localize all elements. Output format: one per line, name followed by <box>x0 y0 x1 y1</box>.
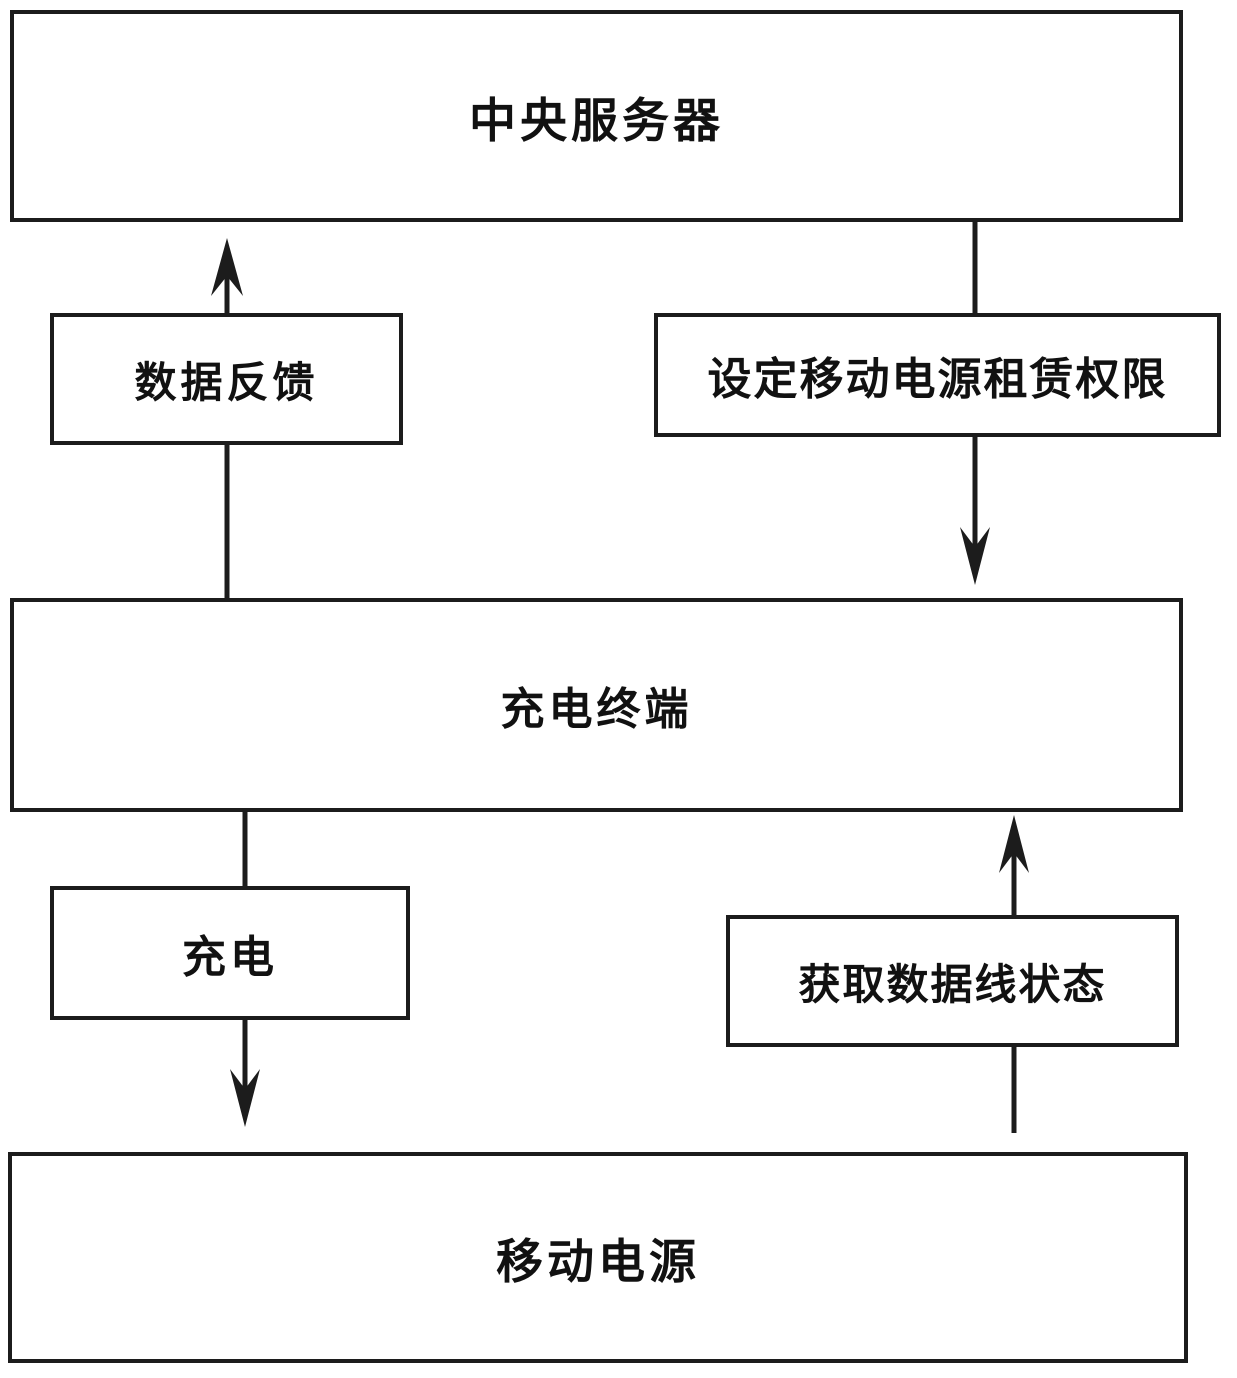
node-central-server: 中央服务器 <box>10 10 1183 222</box>
arrowhead-down-charging <box>230 1069 260 1127</box>
node-data-feedback-label: 数据反馈 <box>134 358 319 406</box>
node-charging: 充电 <box>50 886 410 1020</box>
node-power-bank: 移动电源 <box>8 1152 1188 1363</box>
node-get-cable-status-label: 获取数据线状态 <box>798 960 1107 1008</box>
arrowhead-up-cable <box>999 815 1029 873</box>
node-charging-terminal-label: 充电终端 <box>500 685 693 734</box>
node-get-cable-status: 获取数据线状态 <box>726 915 1179 1047</box>
node-data-feedback: 数据反馈 <box>50 313 403 445</box>
node-set-rental-permission: 设定移动电源租赁权限 <box>654 313 1221 437</box>
node-central-server-label: 中央服务器 <box>469 93 724 147</box>
node-charging-terminal: 充电终端 <box>10 598 1183 812</box>
node-set-rental-permission-label: 设定移动电源租赁权限 <box>707 355 1168 404</box>
node-charging-label: 充电 <box>182 933 278 982</box>
arrowhead-down-permission <box>960 527 990 585</box>
arrowhead-up-feedback <box>211 238 243 296</box>
node-power-bank-label: 移动电源 <box>496 1235 700 1288</box>
